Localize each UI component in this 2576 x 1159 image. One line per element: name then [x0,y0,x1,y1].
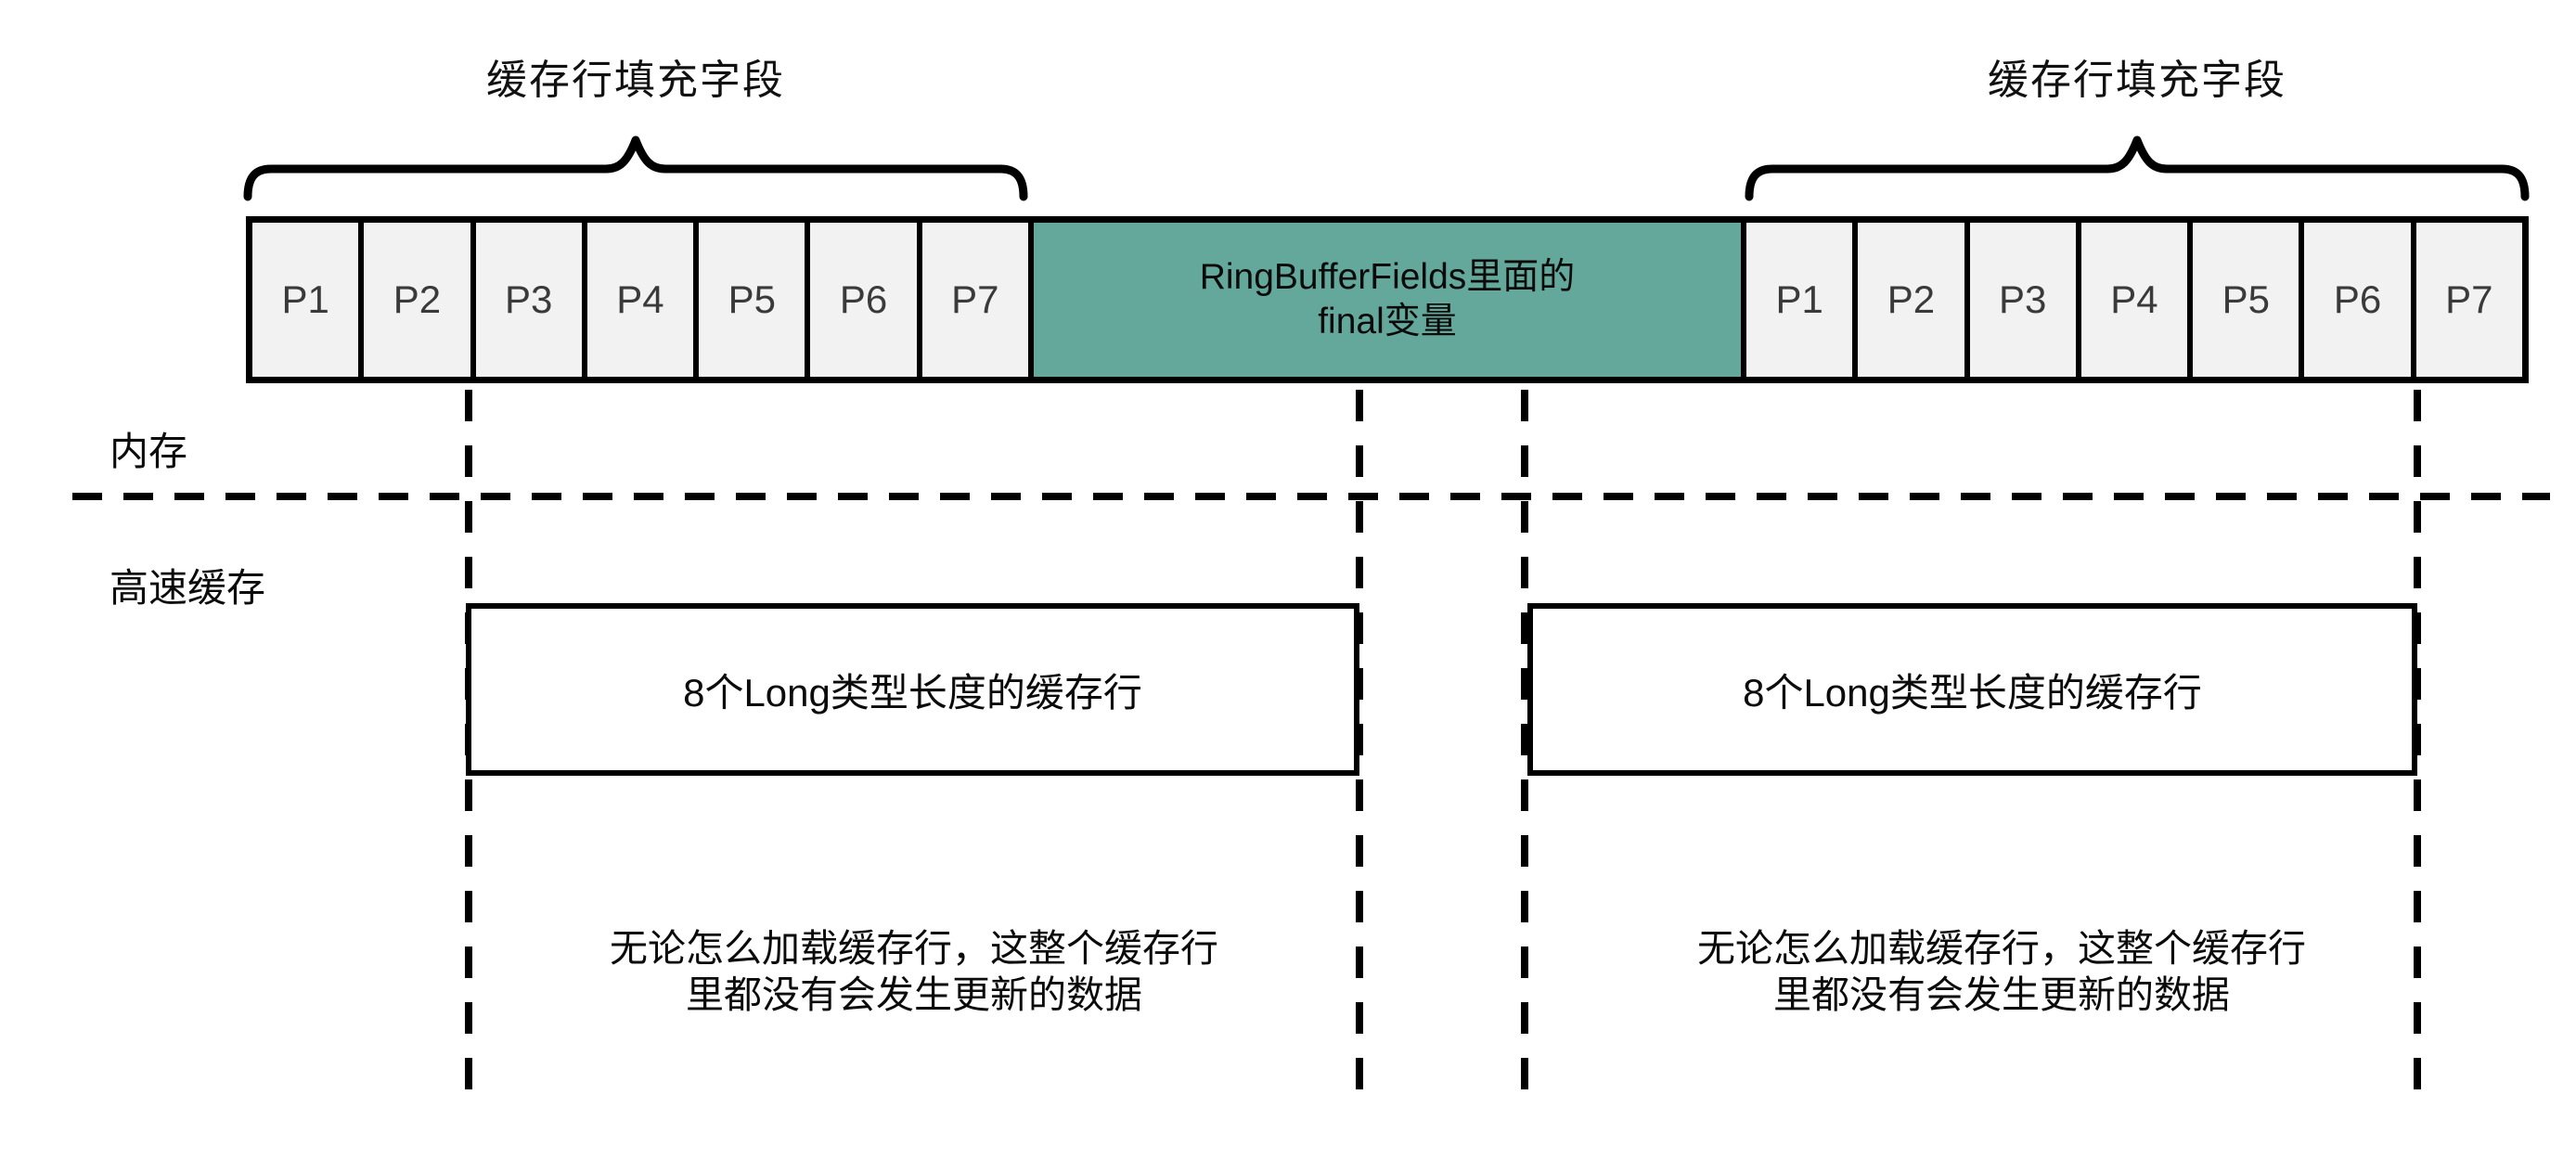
padding-cell: P4 [586,223,694,377]
right-cacheline-label: 8个Long类型长度的缓存行 [1743,670,2202,715]
memory-row-label: 内存 [109,430,188,473]
right-note: 无论怎么加载缓存行，这整个缓存行 里都没有会发生更新的数据 [1558,925,2445,1018]
right-note-line2: 里都没有会发生更新的数据 [1773,973,2230,1016]
padding-cell: P5 [699,223,805,377]
left-cacheline-label: 8个Long类型长度的缓存行 [683,670,1142,715]
cacheline-boundary-line-2 [1356,390,1363,1106]
ringbuffer-fields-label-line2: final变量 [1318,302,1457,341]
ringbuffer-fields-label-line1: RingBufferFields里面的 [1199,257,1576,297]
cacheline-boundary-line-3 [1521,390,1528,1106]
ringbuffer-fields-box: RingBufferFields里面的 final变量 [1034,223,1741,377]
right-note-line1: 无论怎么加载缓存行，这整个缓存行 [1697,927,2306,970]
padding-cell: P2 [1858,223,1964,377]
left-note-line2: 里都没有会发生更新的数据 [686,973,1142,1016]
padding-cell: P5 [2193,223,2299,377]
left-cacheline-box: 8个Long类型长度的缓存行 [466,603,1359,776]
cache-row-label: 高速缓存 [109,566,266,610]
padding-cell: P1 [252,223,359,377]
cacheline-boundary-line-4 [2414,390,2421,1106]
left-brace [243,128,1028,202]
padding-cell: P1 [1746,223,1853,377]
padding-cell: P3 [475,223,582,377]
right-cacheline-box: 8个Long类型长度的缓存行 [1527,603,2417,776]
right-brace-label: 缓存行填充字段 [1988,58,2286,103]
padding-cell: P6 [810,223,917,377]
padding-cell: P6 [2304,223,2411,377]
padding-cell: P4 [2080,223,2188,377]
padding-cell: P7 [2415,223,2522,377]
padding-cell: P3 [1969,223,2076,377]
memory-cache-divider-line [72,493,2550,500]
right-brace [1745,128,2530,202]
left-brace-label: 缓存行填充字段 [486,58,785,103]
left-note-line1: 无论怎么加载缓存行，这整个缓存行 [610,927,1218,970]
left-note: 无论怎么加载缓存行，这整个缓存行 里都没有会发生更新的数据 [469,925,1359,1018]
padding-cell: P2 [364,223,470,377]
padding-cell: P7 [921,223,1028,377]
